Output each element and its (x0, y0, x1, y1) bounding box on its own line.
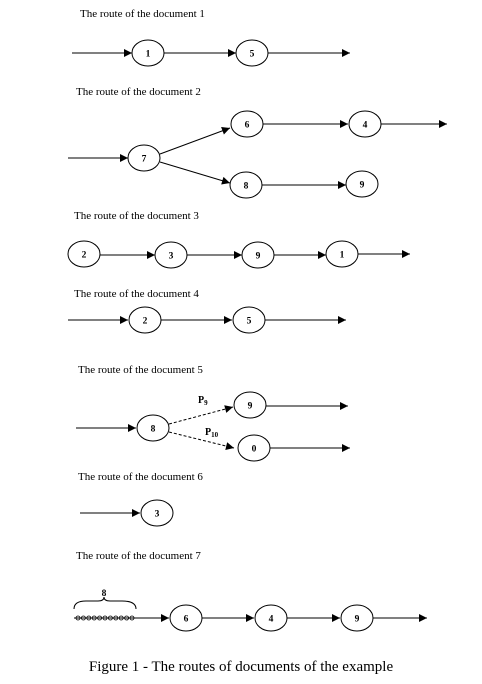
svg-text:3: 3 (155, 510, 160, 520)
route-6-title: The route of the document 6 (78, 471, 203, 483)
route-3-node-2: 2 (67, 240, 101, 268)
svg-text:9: 9 (256, 252, 261, 262)
route-7-queue-count: 8 (102, 589, 107, 599)
route-5: The route of the document 5 8 P9 P10 9 0 (76, 364, 350, 462)
route-7: The route of the document 7 8 6 4 9 (73, 550, 427, 632)
route-2-node-4: 4 (348, 110, 382, 138)
svg-text:2: 2 (143, 317, 148, 327)
route-1-node-5: 5 (235, 39, 269, 67)
route-1-node-1: 1 (131, 39, 165, 67)
svg-text:9: 9 (248, 402, 253, 412)
route-5-node-8: 8 (136, 414, 170, 442)
route-6: The route of the document 6 3 (78, 471, 203, 527)
route-7-node-9: 9 (340, 604, 374, 632)
svg-text:6: 6 (245, 121, 250, 131)
route-1-title: The route of the document 1 (80, 8, 205, 20)
svg-text:4: 4 (269, 615, 274, 625)
route-4-node-5: 5 (232, 306, 266, 334)
route-5-branch-up-arrow (168, 405, 234, 425)
route-3-node-3: 3 (154, 241, 188, 269)
figure-caption: Figure 1 - The routes of documents of th… (89, 659, 394, 675)
route-5-prob-label-9: P9 (198, 395, 208, 407)
route-2: The route of the document 2 7 6 4 8 9 (68, 86, 447, 199)
route-2-node-7: 7 (127, 144, 161, 172)
route-4: The route of the document 4 2 5 (68, 288, 346, 334)
svg-text:8: 8 (151, 425, 156, 435)
route-7-node-6: 6 (169, 604, 203, 632)
route-5-branch-down-arrow (168, 431, 235, 450)
route-2-branch-down-arrow (159, 161, 231, 185)
route-5-title: The route of the document 5 (78, 364, 203, 376)
svg-text:8: 8 (244, 182, 249, 192)
route-2-title: The route of the document 2 (76, 86, 201, 98)
route-4-title: The route of the document 4 (74, 288, 199, 300)
svg-text:1: 1 (146, 50, 151, 60)
route-7-node-4: 4 (254, 604, 288, 632)
route-2-node-8: 8 (229, 171, 263, 199)
svg-text:7: 7 (142, 155, 147, 165)
route-3-title: The route of the document 3 (74, 210, 199, 222)
svg-text:0: 0 (252, 445, 257, 455)
route-4-node-2: 2 (128, 306, 162, 334)
route-5-node-0: 0 (237, 434, 271, 462)
route-3-node-1: 1 (325, 240, 359, 268)
route-7-title: The route of the document 7 (76, 550, 201, 562)
route-5-node-9: 9 (233, 391, 267, 419)
route-1: The route of the document 1 1 5 (72, 8, 350, 67)
svg-text:4: 4 (363, 121, 368, 131)
svg-text:6: 6 (184, 615, 189, 625)
route-2-node-6: 6 (230, 110, 264, 138)
route-3-node-9: 9 (241, 241, 275, 269)
svg-text:3: 3 (169, 252, 174, 262)
route-6-node-3: 3 (140, 499, 174, 527)
svg-text:5: 5 (250, 50, 255, 60)
route-2-node-9: 9 (345, 170, 379, 198)
route-2-branch-up-arrow (159, 127, 231, 155)
svg-text:1: 1 (340, 251, 345, 261)
route-5-prob-label-10: P10 (205, 427, 219, 439)
route-3: The route of the document 3 2 3 9 1 (67, 210, 410, 269)
svg-text:9: 9 (355, 615, 360, 625)
svg-text:9: 9 (360, 181, 365, 191)
svg-text:2: 2 (82, 251, 87, 261)
svg-text:5: 5 (247, 317, 252, 327)
route-7-queue-brace (73, 596, 137, 610)
